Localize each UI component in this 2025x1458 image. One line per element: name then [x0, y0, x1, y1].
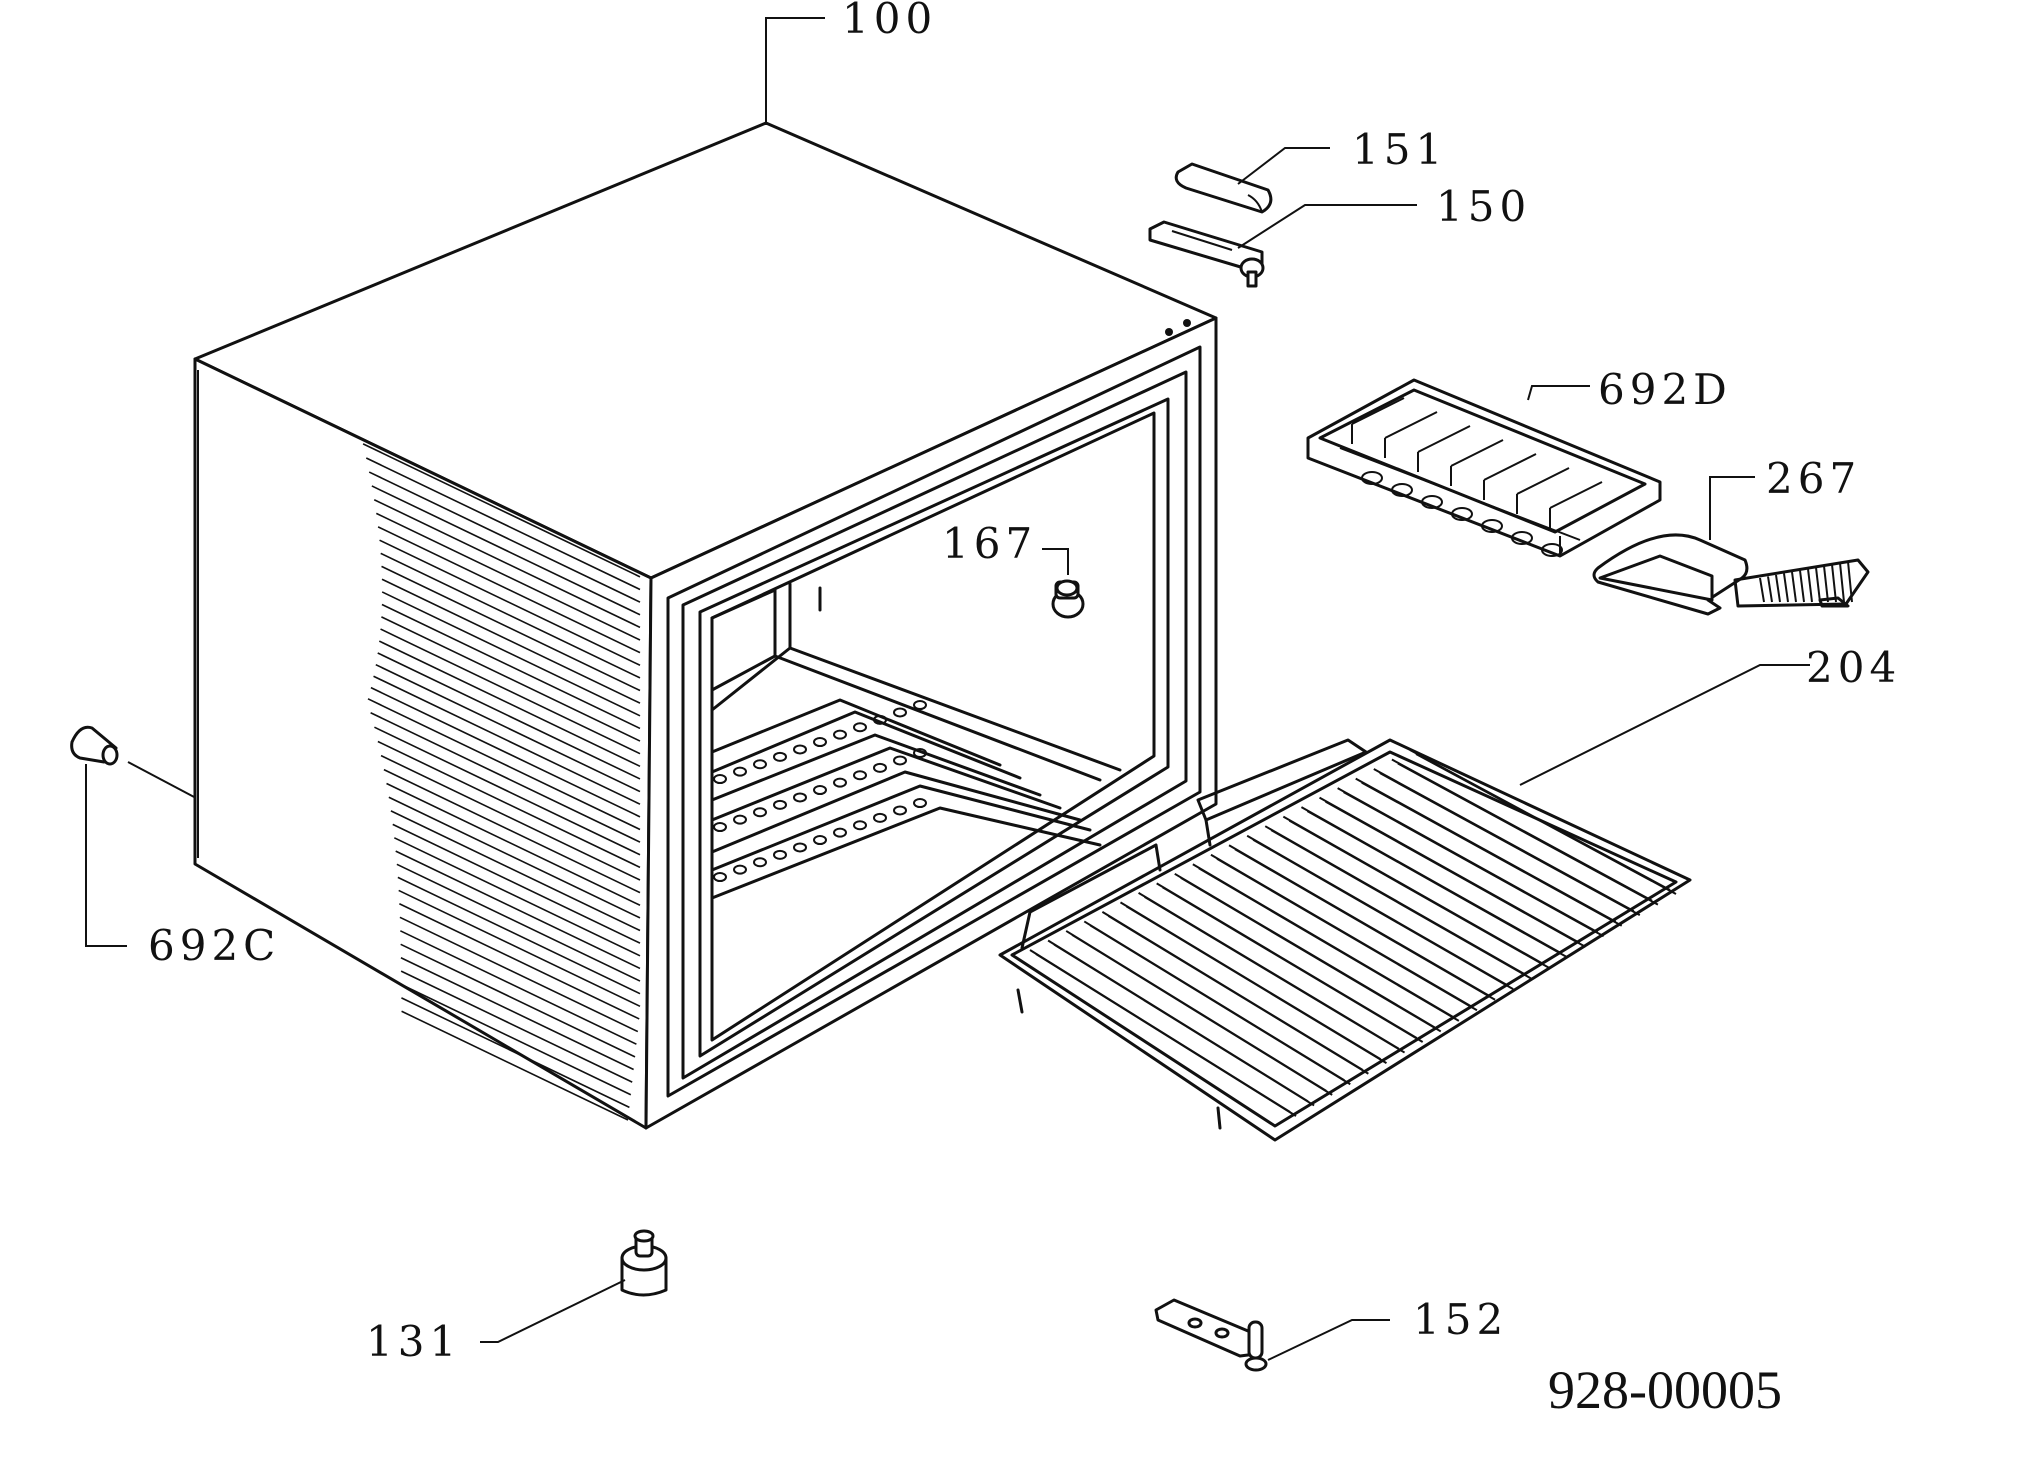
- callout-150: 150: [1436, 182, 1531, 231]
- callout-692c: 692C: [148, 921, 280, 970]
- side-shading: [362, 443, 641, 1121]
- callout-131: 131: [366, 1317, 461, 1366]
- callout-152: 152: [1413, 1295, 1508, 1344]
- part-167-thermostat-knob: [1051, 579, 1085, 619]
- part-267-ice-scraper: [1592, 533, 1870, 616]
- document-number: 928-00005: [1548, 1360, 1782, 1420]
- part-151-cap: [1174, 162, 1273, 214]
- callout-267: 267: [1766, 454, 1861, 503]
- freezer-cabinet: [193, 121, 1218, 1130]
- callout-204: 204: [1806, 643, 1901, 692]
- callout-100: 100: [842, 0, 937, 43]
- part-692c-plug: [70, 725, 197, 799]
- callout-167: 167: [942, 519, 1037, 568]
- part-692d-ice-tray: [1306, 378, 1662, 558]
- callout-151: 151: [1352, 125, 1447, 174]
- evaporator-coils: [710, 698, 1102, 900]
- part-150-hinge: [1148, 220, 1265, 288]
- part-204-wire-shelf: [998, 738, 1692, 1142]
- callout-692d: 692D: [1598, 365, 1732, 414]
- part-152-bottom-hinge: [1154, 1298, 1268, 1372]
- part-131-leveling-foot: [620, 1229, 668, 1297]
